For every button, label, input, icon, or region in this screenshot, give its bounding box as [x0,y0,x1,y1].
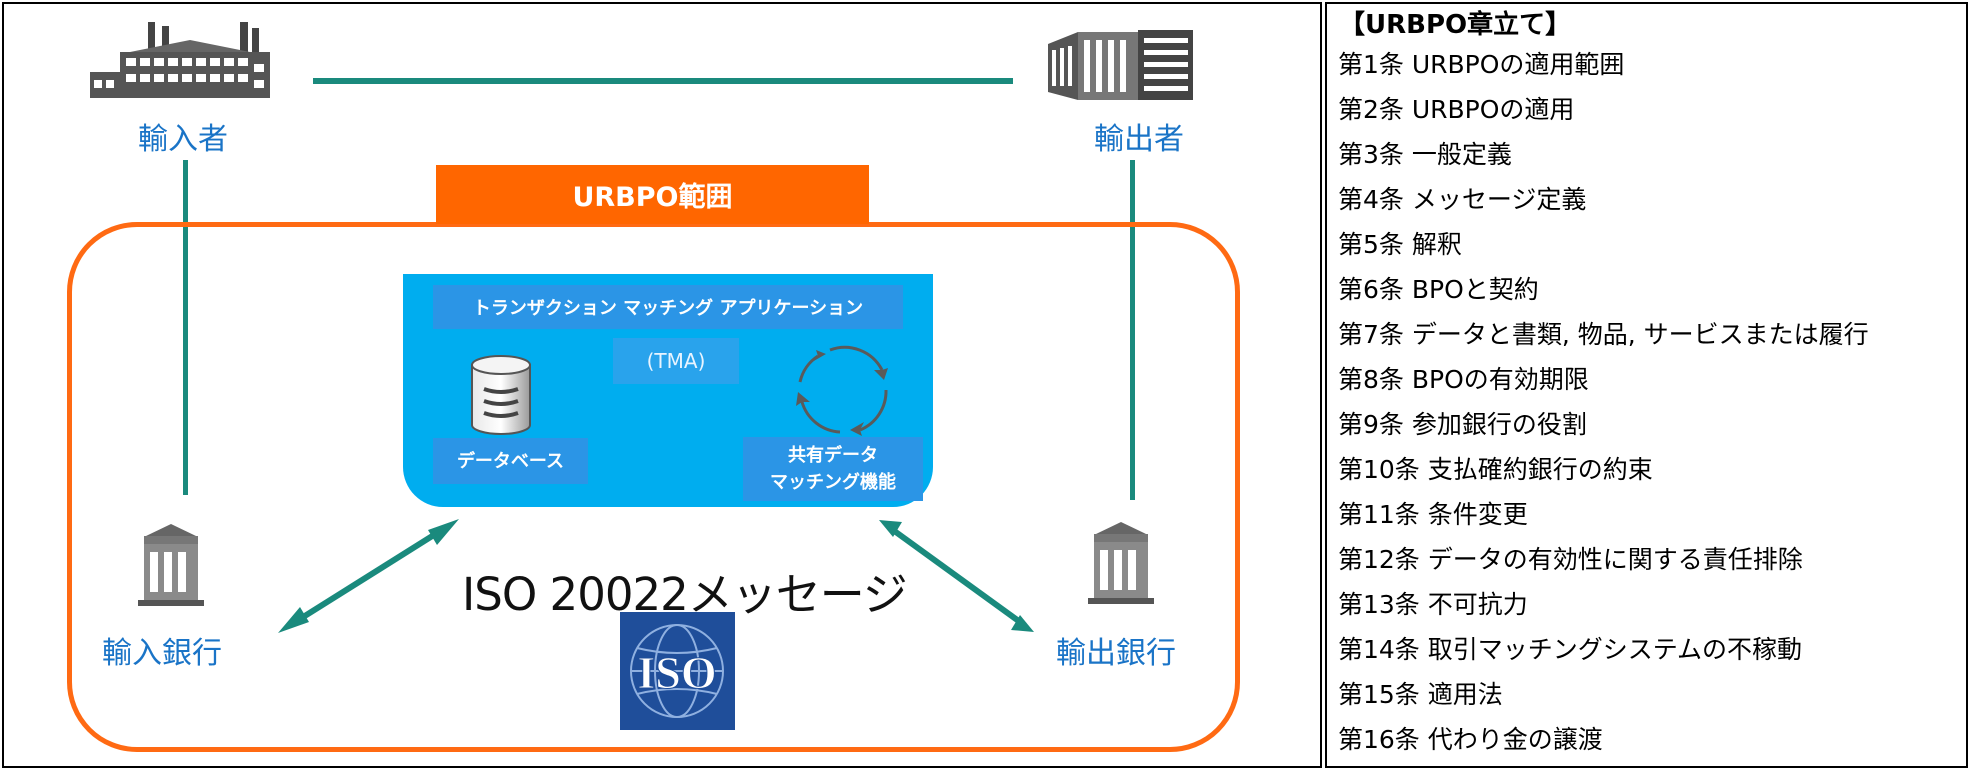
toc-item: 第6条 BPOと契約 [1338,275,1539,304]
sync-cycle-icon [796,345,888,436]
bank-icon [1088,522,1154,604]
importer-label: 輸入者 [138,122,228,157]
toc-item: 第15条 適用法 [1338,680,1503,709]
exporter-bank-link [1130,160,1135,500]
tma-title: トランザクション マッチング アプリケーション [433,285,903,329]
toc-item: 第14条 取引マッチングシステムの不稼動 [1338,635,1803,664]
matching-label-line1: 共有データ [788,445,878,466]
toc-item: 第2条 URBPOの適用 [1338,95,1575,124]
bank-icon [138,524,204,606]
iso-logo-text: ISO [637,647,716,698]
importer-exporter-link [313,78,1013,84]
toc-item: 第1条 URBPOの適用範囲 [1338,50,1625,79]
toc-title: 【URBPO章立て】 [1339,10,1572,40]
toc-item: 第16条 代わり金の譲渡 [1338,725,1603,754]
database-label: データベース [433,438,588,484]
importer-bank-label: 輸入銀行 [102,636,222,671]
iso-logo: ISO [620,612,735,730]
office-building-icon [1048,30,1193,100]
toc-item: 第10条 支払確約銀行の約束 [1338,455,1653,484]
toc-item: 第4条 メッセージ定義 [1338,185,1587,214]
toc-item: 第11条 条件変更 [1338,500,1528,529]
factory-icon [90,22,270,98]
urbpo-scope-label: URBPO範囲 [436,165,869,224]
matching-label-line2: マッチング機能 [770,472,896,493]
toc-item: 第5条 解釈 [1338,230,1462,259]
toc-panel [1325,2,1968,768]
tma-abbreviation: (TMA) [613,338,739,384]
shared-data-matching-label: 共有データ マッチング機能 [743,437,923,501]
importer-bank-link [183,160,188,495]
exporter-bank-label: 輸出銀行 [1056,636,1176,671]
toc-item: 第8条 BPOの有効期限 [1338,365,1589,394]
toc-item: 第3条 一般定義 [1338,140,1512,169]
toc-item: 第12条 データの有効性に関する責任排除 [1338,545,1803,574]
toc-item: 第9条 参加銀行の役割 [1338,410,1587,439]
database-icon [471,355,531,435]
urbpo-scope-boundary [67,222,1240,752]
toc-item: 第13条 不可抗力 [1338,590,1528,619]
exporter-label: 輸出者 [1094,122,1184,157]
toc-item: 第7条 データと書類, 物品, サービスまたは履行 [1338,320,1869,349]
